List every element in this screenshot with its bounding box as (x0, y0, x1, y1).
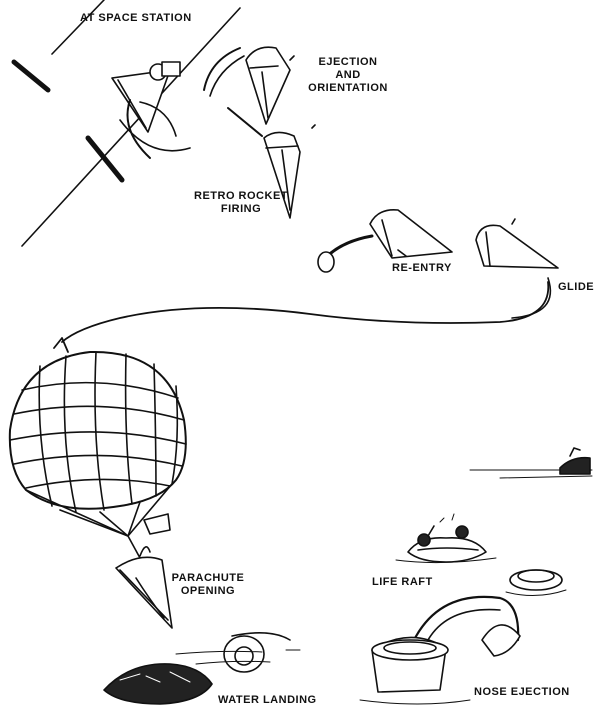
label-re-entry: RE-ENTRY (392, 262, 452, 275)
capsule-at-station (112, 62, 190, 151)
label-ejection-line2: AND (298, 69, 398, 82)
label-at-space-station-text: AT SPACE STATION (80, 12, 192, 25)
label-at-space-station: AT SPACE STATION (80, 12, 192, 25)
capsule-glide (476, 219, 558, 268)
label-re-entry-text: RE-ENTRY (392, 262, 452, 275)
nose-cover-falling (144, 514, 170, 534)
label-nose-ejection-text: NOSE EJECTION (474, 686, 570, 699)
capsule-parachute-opening (116, 547, 172, 628)
label-water-landing: WATER LANDING (218, 694, 317, 707)
capsule-ejection-orientation (246, 47, 294, 124)
label-retro-line1: RETRO ROCKET (186, 190, 296, 203)
label-water-landing-text: WATER LANDING (218, 694, 317, 707)
glide-trajectory (54, 278, 550, 352)
label-parachute-line1: PARACHUTE (168, 572, 248, 585)
label-nose-ejection: NOSE EJECTION (474, 686, 570, 699)
label-parachute-opening: PARACHUTE OPENING (168, 572, 248, 598)
label-retro-line2: FIRING (186, 203, 296, 216)
label-life-raft-text: LIFE RAFT (372, 576, 433, 589)
recovery-ship (470, 448, 592, 478)
label-retro-rocket-firing: RETRO ROCKET FIRING (186, 190, 296, 216)
life-raft-scene (396, 514, 496, 563)
label-ejection-and-orientation: EJECTION AND ORIENTATION (298, 56, 398, 95)
label-life-raft: LIFE RAFT (372, 576, 433, 589)
label-ejection-line3: ORIENTATION (298, 82, 398, 95)
label-ejection-line1: EJECTION (298, 56, 398, 69)
label-glide-text: GLIDE (558, 281, 594, 294)
label-glide: GLIDE (558, 281, 594, 294)
label-parachute-line2: OPENING (168, 585, 248, 598)
parachute-canopy (10, 352, 186, 512)
floating-nose-cover (506, 570, 566, 596)
